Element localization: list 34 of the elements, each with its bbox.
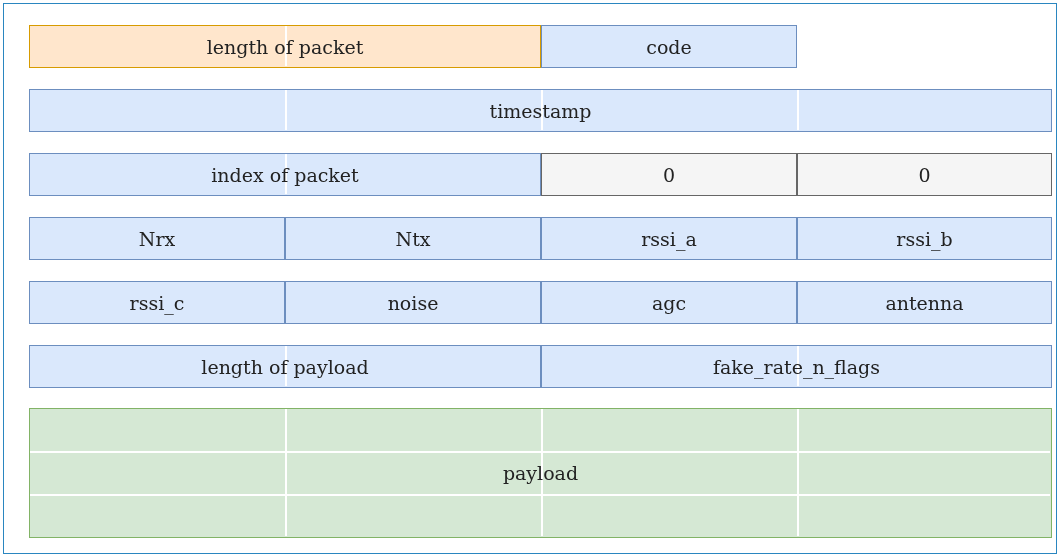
field-box	[541, 345, 1052, 388]
field-label: index of packet	[211, 163, 359, 186]
field-box	[29, 281, 285, 324]
field-box	[541, 153, 797, 196]
field-label: length of payload	[201, 355, 369, 378]
field-label: agc	[651, 291, 687, 314]
field-label: length of packet	[206, 35, 364, 58]
field-box	[797, 217, 1052, 260]
field-box	[541, 25, 797, 68]
field-label: 0	[662, 163, 676, 186]
field-box	[797, 153, 1052, 196]
field-box	[29, 217, 285, 260]
field-box	[541, 217, 797, 260]
field-label: payload	[502, 462, 579, 484]
field-label: Ntx	[395, 227, 431, 250]
field-box	[29, 153, 541, 196]
field-label: 0	[918, 163, 931, 186]
field-box	[29, 345, 541, 388]
field-box	[797, 281, 1052, 324]
field-label: Nrx	[138, 227, 176, 250]
field-label: code	[646, 35, 692, 58]
field-label: rssi_b	[896, 227, 953, 250]
field-label: timestamp	[489, 99, 592, 122]
field-box	[29, 408, 1052, 538]
field-label: noise	[387, 291, 439, 314]
field-label: rssi_a	[641, 227, 697, 250]
field-box	[29, 25, 541, 68]
field-label: fake_rate_n_flags	[712, 355, 881, 378]
field-label: antenna	[885, 291, 964, 314]
field-box	[541, 281, 797, 324]
field-box	[29, 89, 1052, 132]
field-box	[285, 217, 541, 260]
field-label: rssi_c	[129, 291, 185, 314]
field-box	[285, 281, 541, 324]
